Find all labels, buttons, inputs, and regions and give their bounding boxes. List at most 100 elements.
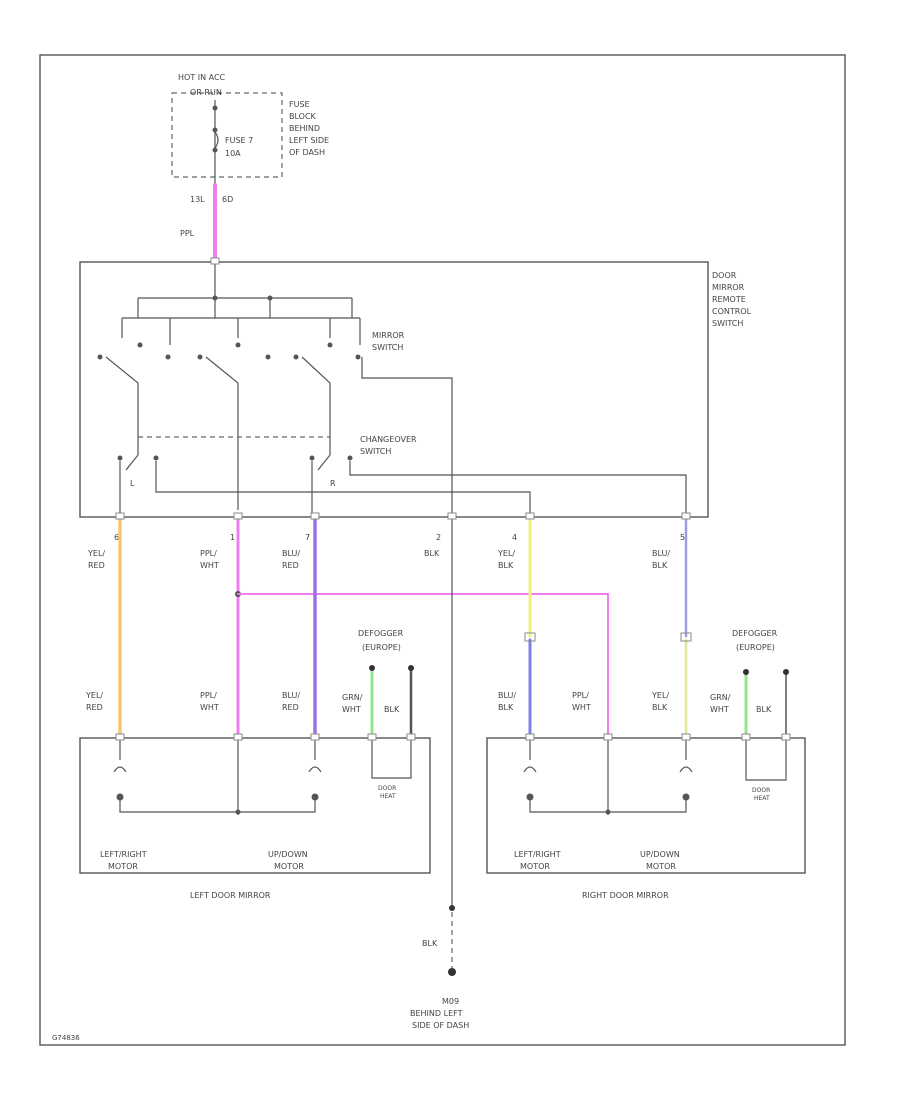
fuse-location-2: BEHIND [289,124,320,133]
pin-5-wire-1: BLK [652,561,668,570]
left-door-mirror: DEFOGGER (EUROPE) YEL/ RED PPL/ WHT BLU/… [79,629,431,900]
pin-7-wire-1: RED [282,561,299,570]
left-heater-label-1: HEAT [380,793,396,800]
ground-location-0: BEHIND LEFT [410,1009,463,1018]
pin-4-wire-0: YEL/ [497,549,515,558]
left-lr-motor-symbol [116,793,124,801]
left-wire-label-3a: GRN/ [342,693,363,702]
right-wire-label-2a: YEL/ [651,691,669,700]
left-heater-element [371,738,412,779]
connector-pins [115,257,791,741]
left-ud-motor-label-0: UP/DOWN [268,850,308,859]
fuse-rating: 10A [225,149,241,158]
fuse-symbol [214,131,219,149]
left-lr-motor-label-0: LEFT/RIGHT [100,850,147,859]
left-defogger-label-0: DEFOGGER [358,629,404,638]
left-wire-label-0a: YEL/ [85,691,103,700]
ground-wire-label: BLK [422,939,438,948]
left-mirror-title: LEFT DOOR MIRROR [190,891,271,900]
ground-point: BLK M09 BEHIND LEFT SIDE OF DASH [410,905,469,1030]
control-switch-label-1: MIRROR [712,283,745,292]
pin-1-wire-1: WHT [200,561,219,570]
control-switch-label-2: REMOTE [712,295,746,304]
right-lr-motor-label-0: LEFT/RIGHT [514,850,561,859]
right-lr-motor-label-1: MOTOR [520,862,550,871]
right-mirror-box [486,737,806,874]
ground-symbol [448,968,456,976]
left-heater-label-0: DOOR [378,785,396,792]
fuse-location-4: OF DASH [289,148,325,157]
control-switch-label-3: CONTROL [712,307,752,316]
right-wire-label-0b: BLK [498,703,514,712]
right-wire-label-4: BLK [756,705,772,714]
right-heater-element [745,738,787,781]
changeover-switch-label-1: SWITCH [360,447,391,456]
left-wire-label-2a: BLU/ [282,691,300,700]
right-wire-label-1a: PPL/ [572,691,589,700]
fuse-name: FUSE 7 [225,136,253,145]
pin-7-wire-0: BLU/ [282,549,300,558]
right-heater-label-1: HEAT [754,795,770,802]
pin-2-number: 2 [436,533,441,542]
left-ud-motor-label-1: MOTOR [274,862,304,871]
left-wire-label-2b: RED [282,703,299,712]
fuse-block: HOT IN ACC OR RUN FUSE 7 10A FUSE BLOCK … [171,73,329,204]
left-marker: L [130,479,135,488]
right-defogger-label-0: DEFOGGER [732,629,778,638]
control-switch-box [79,261,709,518]
fuse-pin-b: 6D [222,195,233,204]
pin-4-wire-1: BLK [498,561,514,570]
fuse-pin-a: 13L [190,195,205,204]
mirror-switch-label-0: MIRROR [372,331,405,340]
right-wire-label-2b: BLK [652,703,668,712]
pin-5-number: 5 [680,533,685,542]
right-wire-label-0a: BLU/ [498,691,516,700]
remote-control-switch: DOOR MIRROR REMOTE CONTROL SWITCH [79,261,752,518]
left-wire-label-1b: WHT [200,703,219,712]
right-wire-label-3a: GRN/ [710,693,731,702]
pin-1-number: 1 [230,533,235,542]
fuse-location-3: LEFT SIDE [289,136,329,145]
control-switch-label-4: SWITCH [712,319,743,328]
right-defogger-label-1: (EUROPE) [736,643,775,652]
figure-id: G74836 [52,1034,80,1042]
ground-name: M09 [442,997,459,1006]
right-ud-motor-label-0: UP/DOWN [640,850,680,859]
right-wire-label-1b: WHT [572,703,591,712]
right-door-mirror: DEFOGGER (EUROPE) BLU/ BLK PPL/ WHT YEL/… [486,629,806,900]
fuse-source-label-2: OR RUN [190,88,222,97]
fuse-block-outline [171,92,283,178]
left-defogger-label-1: (EUROPE) [362,643,401,652]
left-wire-label-4: BLK [384,705,400,714]
right-ud-motor-label-1: MOTOR [646,862,676,871]
left-wire-label-0b: RED [86,703,103,712]
left-lr-motor-label-1: MOTOR [108,862,138,871]
pin-6-wire-0: YEL/ [87,549,105,558]
fuse-location-1: BLOCK [289,112,317,121]
left-ud-motor-symbol [311,793,319,801]
feed-wire-label: PPL [180,229,195,238]
changeover-switch-label-0: CHANGEOVER [360,435,417,444]
pin-7-number: 7 [305,533,310,542]
right-heater-label-0: DOOR [752,787,770,794]
left-wire-label-3b: WHT [342,705,361,714]
control-switch-label-0: DOOR [712,271,737,280]
fuse-location-0: FUSE [289,100,310,109]
pin-1-wire-0: PPL/ [200,549,217,558]
right-mirror-title: RIGHT DOOR MIRROR [582,891,669,900]
pin-6-wire-1: RED [88,561,105,570]
mirror-switch-contacts [97,342,361,510]
right-wire-label-3b: WHT [710,705,729,714]
mirror-switch-label-1: SWITCH [372,343,403,352]
right-lr-motor-symbol [526,793,534,801]
right-marker: R [330,479,336,488]
ground-location-1: SIDE OF DASH [412,1021,469,1030]
left-wire-label-1a: PPL/ [200,691,217,700]
diagram-frame [39,54,846,1046]
left-mirror-box [79,737,431,874]
fuse-source-label: HOT IN ACC [178,73,226,82]
output-pins: 6 1 7 2 4 5 YEL/ RED PPL/ WHT BLU/ RED B… [87,533,685,570]
ppl-wht-wire-right [237,593,609,736]
pin-5-wire-0: BLU/ [652,549,670,558]
